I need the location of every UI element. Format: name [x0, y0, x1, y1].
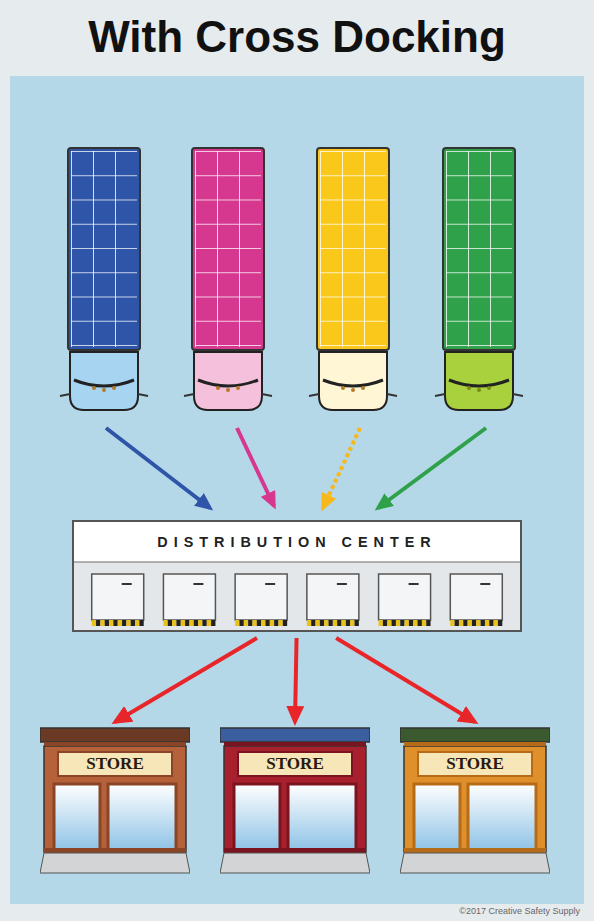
store-outline — [400, 726, 550, 876]
store-building: STORE — [40, 726, 190, 876]
copyright-note: ©2017 Creative Safety Supply — [459, 906, 580, 916]
truck — [309, 148, 397, 410]
flow-arrow — [115, 638, 257, 722]
flow-arrow — [295, 638, 297, 722]
flow-arrow — [336, 638, 475, 722]
truck-arrow — [378, 428, 486, 508]
truck — [435, 148, 523, 410]
store-outline — [220, 726, 370, 876]
store-sign: STORE — [400, 753, 550, 775]
store-outline — [40, 726, 190, 876]
truck — [60, 148, 148, 410]
diagram-title: With Cross Docking — [0, 12, 594, 62]
truck-arrow — [237, 428, 274, 506]
building-name: DISTRIBUTION CENTER — [72, 520, 522, 550]
truck-arrow — [323, 428, 360, 508]
store-sign: STORE — [220, 753, 370, 775]
store-building: STORE — [400, 726, 550, 876]
truck-arrow — [106, 428, 210, 508]
distribution-center: DISTRIBUTION CENTER — [72, 520, 522, 632]
store-building: STORE — [220, 726, 370, 876]
store-sign: STORE — [40, 753, 190, 775]
truck — [184, 148, 272, 410]
